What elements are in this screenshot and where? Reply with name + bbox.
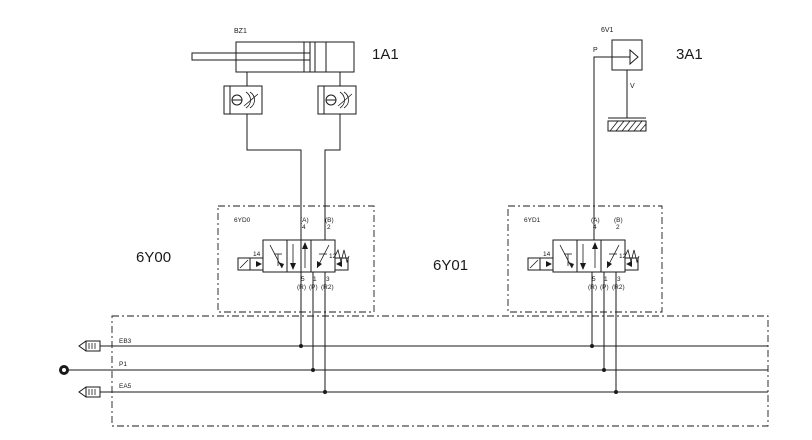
junction-dot <box>614 390 618 394</box>
silencer-ea5-icon <box>78 386 101 398</box>
valve-6y01-port-r2: (R2) <box>612 284 625 291</box>
valve-6y00-pilot-14: 14 <box>253 251 261 258</box>
vacuum-generator-3a1: 6V1 P V 3A1 <box>593 27 703 132</box>
valve-6y00-boundary <box>217 205 375 313</box>
valve-6y01-port-2: 2 <box>616 224 620 231</box>
valve-6y01-body <box>552 239 626 273</box>
flow-control-left <box>223 85 263 115</box>
valve-6y01-port-5: 5 <box>592 276 596 283</box>
valve-6y00-port-a: (A) <box>300 217 309 224</box>
manifold-label-p1: P1 <box>119 361 127 368</box>
suction-cup <box>607 120 647 132</box>
junction-dot <box>590 344 594 348</box>
valve-6y01-code: 6YD1 <box>524 217 541 224</box>
vacuum-name: 3A1 <box>676 46 703 63</box>
valve-6y00-label: 6Y00 <box>136 249 171 266</box>
cylinder-code: BZ1 <box>234 28 247 35</box>
manifold: EB3 P1 EA5 <box>59 315 769 427</box>
cylinder-body <box>235 41 355 73</box>
vacuum-code: 6V1 <box>601 27 614 34</box>
valve-6y01-pilot-14: 14 <box>543 251 551 258</box>
valve-6y01-port-4: 4 <box>593 224 597 231</box>
valve-6y01-boundary <box>507 205 663 313</box>
manifold-label-ea5: EA5 <box>119 383 132 390</box>
valve-6y00-port-r2: (R2) <box>321 284 334 291</box>
valve-6y00-body <box>262 239 336 273</box>
cylinder-name: 1A1 <box>372 46 399 63</box>
manifold-label-eb3: EB3 <box>119 338 132 345</box>
junction-dot <box>299 344 303 348</box>
vacuum-body <box>611 39 643 71</box>
valve-group-6y01: 6Y01 6YD1 (A) 4 (B) 2 12 14 5 (R) 1 (P) … <box>433 205 663 392</box>
valve-6y01-port-a: (A) <box>591 217 600 224</box>
silencer-eb3-icon <box>78 340 101 352</box>
valve-6y00-pilot-12: 12 <box>329 253 337 260</box>
flow-control-right <box>317 85 357 115</box>
valve-6y00-port-b: (B) <box>325 217 334 224</box>
cylinder-1a1: BZ1 1A1 <box>191 28 399 86</box>
cylinder-rod <box>191 52 311 61</box>
manifold-boundary <box>111 315 769 427</box>
junction-dot <box>602 368 606 372</box>
vacuum-port-p: P <box>593 47 598 54</box>
valve-6y01-port-3: 3 <box>617 276 621 283</box>
valve-6y01-label: 6Y01 <box>433 257 468 274</box>
valve-6y00-port-4: 4 <box>302 224 306 231</box>
valve-6y00-port-3: 3 <box>326 276 330 283</box>
vacuum-port-v: V <box>630 83 635 90</box>
valve-6y00-port-1: 1 <box>313 276 317 283</box>
valve-6y01-port-r: (R) <box>588 284 597 291</box>
valve-6y01-pilot-12: 12 <box>619 253 627 260</box>
valve-group-6y00: 6Y00 6YD0 (A) 4 (B) 2 12 14 5 <box>136 205 375 392</box>
junction-dot <box>323 390 327 394</box>
valve-6y00-port-5: 5 <box>301 276 305 283</box>
valve-6y00-port-2: 2 <box>327 224 331 231</box>
valve-6y00-port-r: (R) <box>297 284 306 291</box>
valve-6y01-port-1: 1 <box>604 276 608 283</box>
junction-dot <box>311 368 315 372</box>
valve-6y00-code: 6YD0 <box>234 217 251 224</box>
pressure-source-icon <box>59 365 69 375</box>
valve-6y01-port-b: (B) <box>614 217 623 224</box>
